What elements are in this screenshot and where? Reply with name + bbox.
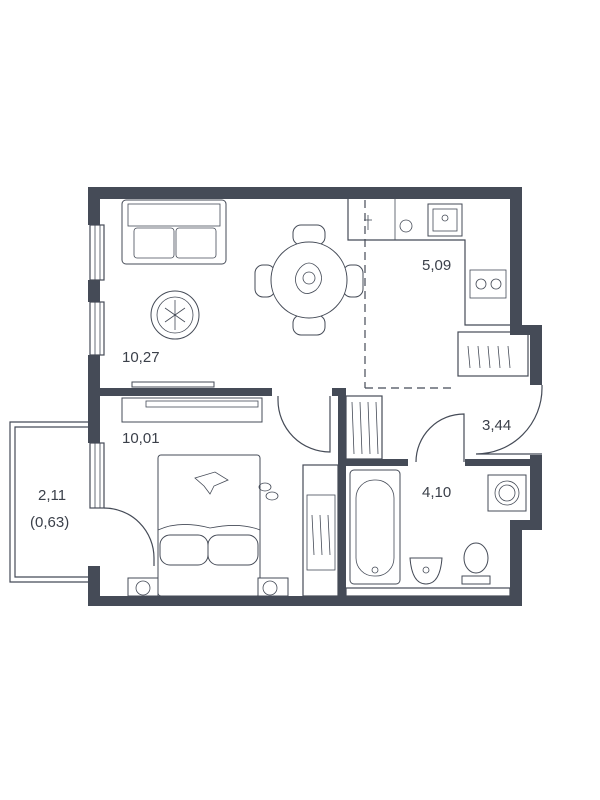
balcony-reduced-area-label: (0,63) [30,514,69,531]
bathtub-icon [349,469,401,585]
dining-table-icon [254,224,364,336]
windows [89,224,105,509]
wardrobe-bedroom [302,464,339,597]
hall-area-label: 3,44 [482,417,511,434]
tv-unit [121,381,263,423]
living-kitchen-area-label: 10,27 [122,349,160,366]
bed-icon [157,454,261,597]
kettle-icon [399,219,413,233]
slippers-icon [258,482,279,501]
wardrobe-hall [345,395,383,460]
nightstands [127,577,289,597]
walls [88,187,542,606]
sofa-icon [121,199,227,265]
doors [103,385,543,566]
bedroom-area-label: 10,01 [122,430,160,447]
rug-icon [150,290,200,340]
bathroom-area-label: 4,10 [422,484,451,501]
kitchen-counter [347,199,510,326]
balcony-area-label: 2,11 [38,487,66,504]
bathroom-floor-edge [345,587,511,597]
lamp-icon [135,580,151,596]
radiator [457,331,529,377]
sink-icon [409,557,443,585]
kitchen-area-label: 5,09 [422,257,451,274]
toilet-icon [461,542,491,585]
hob-icon [475,278,487,290]
balcony [9,421,88,583]
zone-boundary [364,200,455,389]
washing-machine-icon [487,474,527,512]
